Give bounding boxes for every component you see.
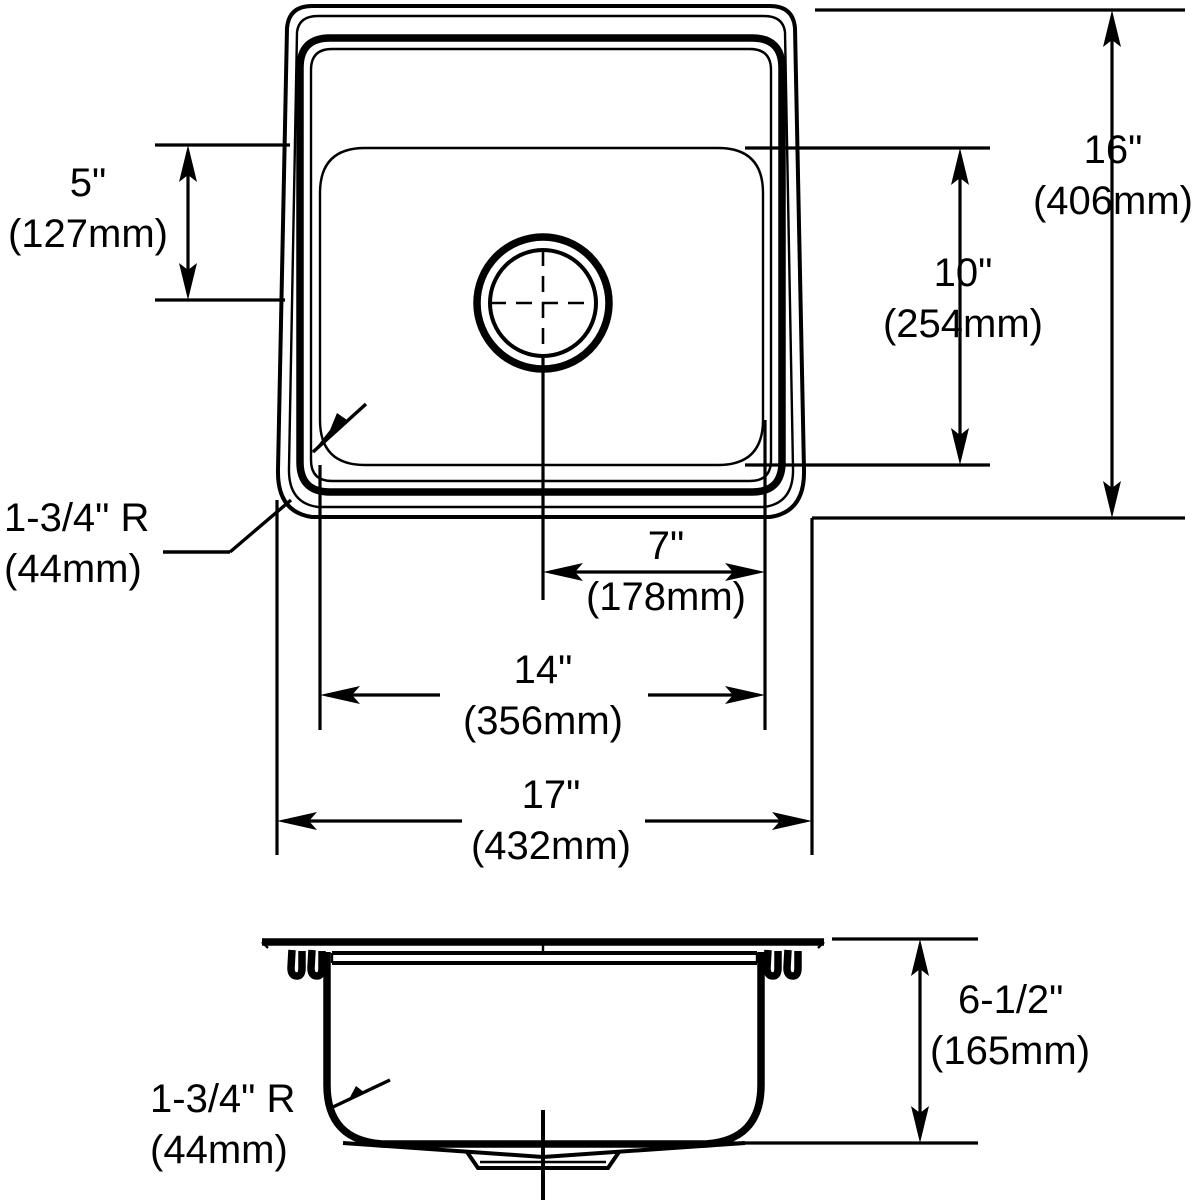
sink-rim-step-outline [296, 34, 786, 496]
dimension-bowl-width: 14" (356mm) [318, 465, 767, 743]
dim-label-7in-inches: 7" [648, 524, 684, 568]
arrowhead-14in-left [320, 686, 360, 704]
dim-label-10in-mm: (254mm) [883, 302, 1043, 346]
arrowhead-10in-down [951, 428, 969, 465]
sink-bowl-outline [318, 146, 765, 467]
dimension-bowl-depth: 6-1/2" (165mm) [730, 937, 1090, 1145]
dim-label-16in-mm: (406mm) [1033, 179, 1193, 223]
arrowhead-17in-left [277, 812, 317, 830]
mounting-clip-left-b [307, 949, 326, 980]
arrowhead-radius-top [311, 413, 347, 454]
leader-line-radius-top-arrowshaft [311, 402, 368, 454]
sink-outer-rim-inner-offset [287, 14, 795, 509]
mounting-clip-left-a [287, 949, 306, 980]
dim-label-6half-inches: 6-1/2" [958, 978, 1063, 1022]
top-view [275, 4, 807, 519]
arrowhead-6half-up [911, 939, 929, 976]
section-rim-plate-left-edge [261, 941, 269, 949]
callout-corner-radius-top: 1-3/4" R (44mm) [4, 402, 368, 591]
dim-label-6half-mm: (165mm) [930, 1029, 1090, 1073]
mounting-clip-right-a [763, 949, 782, 980]
dim-label-17in-mm: (432mm) [471, 824, 631, 868]
arrowhead-17in-right [772, 812, 812, 830]
arrowhead-7in-left [543, 563, 583, 581]
dim-label-7in-mm: (178mm) [586, 575, 746, 619]
dim-label-17in-inches: 17" [522, 773, 581, 817]
dim-label-16in-inches: 16" [1084, 128, 1143, 172]
dim-label-5in-inches: 5" [70, 161, 106, 205]
dimension-depth-left: 5" (127mm) [8, 143, 290, 302]
dim-label-radius-section-inches: 1-3/4" R [150, 1077, 295, 1121]
arrowhead-10in-up [951, 148, 969, 185]
arrowhead-7in-right [725, 563, 765, 581]
arrowhead-5in-down [179, 263, 197, 300]
dimension-bowl-height: 10" (254mm) [745, 146, 1043, 467]
dim-label-radius-section-mm: (44mm) [150, 1128, 288, 1172]
arrowhead-5in-up [179, 145, 197, 182]
dim-label-10in-inches: 10" [934, 251, 993, 295]
dim-label-5in-mm: (127mm) [8, 212, 168, 256]
dimension-drain-offset: 7" (178mm) [541, 356, 767, 619]
section-rim-plate-right-edge [817, 941, 825, 949]
section-view [261, 938, 825, 1200]
callout-corner-radius-section: 1-3/4" R (44mm) [150, 1077, 391, 1172]
arrowhead-14in-right [725, 686, 765, 704]
dim-label-14in-mm: (356mm) [463, 699, 623, 743]
section-bowl-floor-left-slope [342, 1141, 544, 1159]
dim-label-radius-top-mm: (44mm) [4, 547, 142, 591]
arrowhead-6half-down [911, 1106, 929, 1143]
sink-rim-step-inner-line [309, 47, 773, 483]
dimension-overall-height: 16" (406mm) [810, 8, 1193, 560]
dim-label-radius-top-inches: 1-3/4" R [4, 496, 149, 540]
mounting-clip-right-b [783, 949, 802, 980]
arrowhead-radius-section [320, 1086, 365, 1114]
arrowhead-16in-up [1103, 10, 1121, 47]
arrowhead-16in-down [1103, 481, 1121, 518]
leader-line-radius-top-diagonal [228, 498, 293, 554]
section-bowl-floor-right-slope [542, 1141, 746, 1159]
sink-outer-rim-outline [275, 4, 807, 519]
dim-label-14in-inches: 14" [514, 648, 573, 692]
dimension-overall-width: 17" (432mm) [275, 500, 814, 868]
